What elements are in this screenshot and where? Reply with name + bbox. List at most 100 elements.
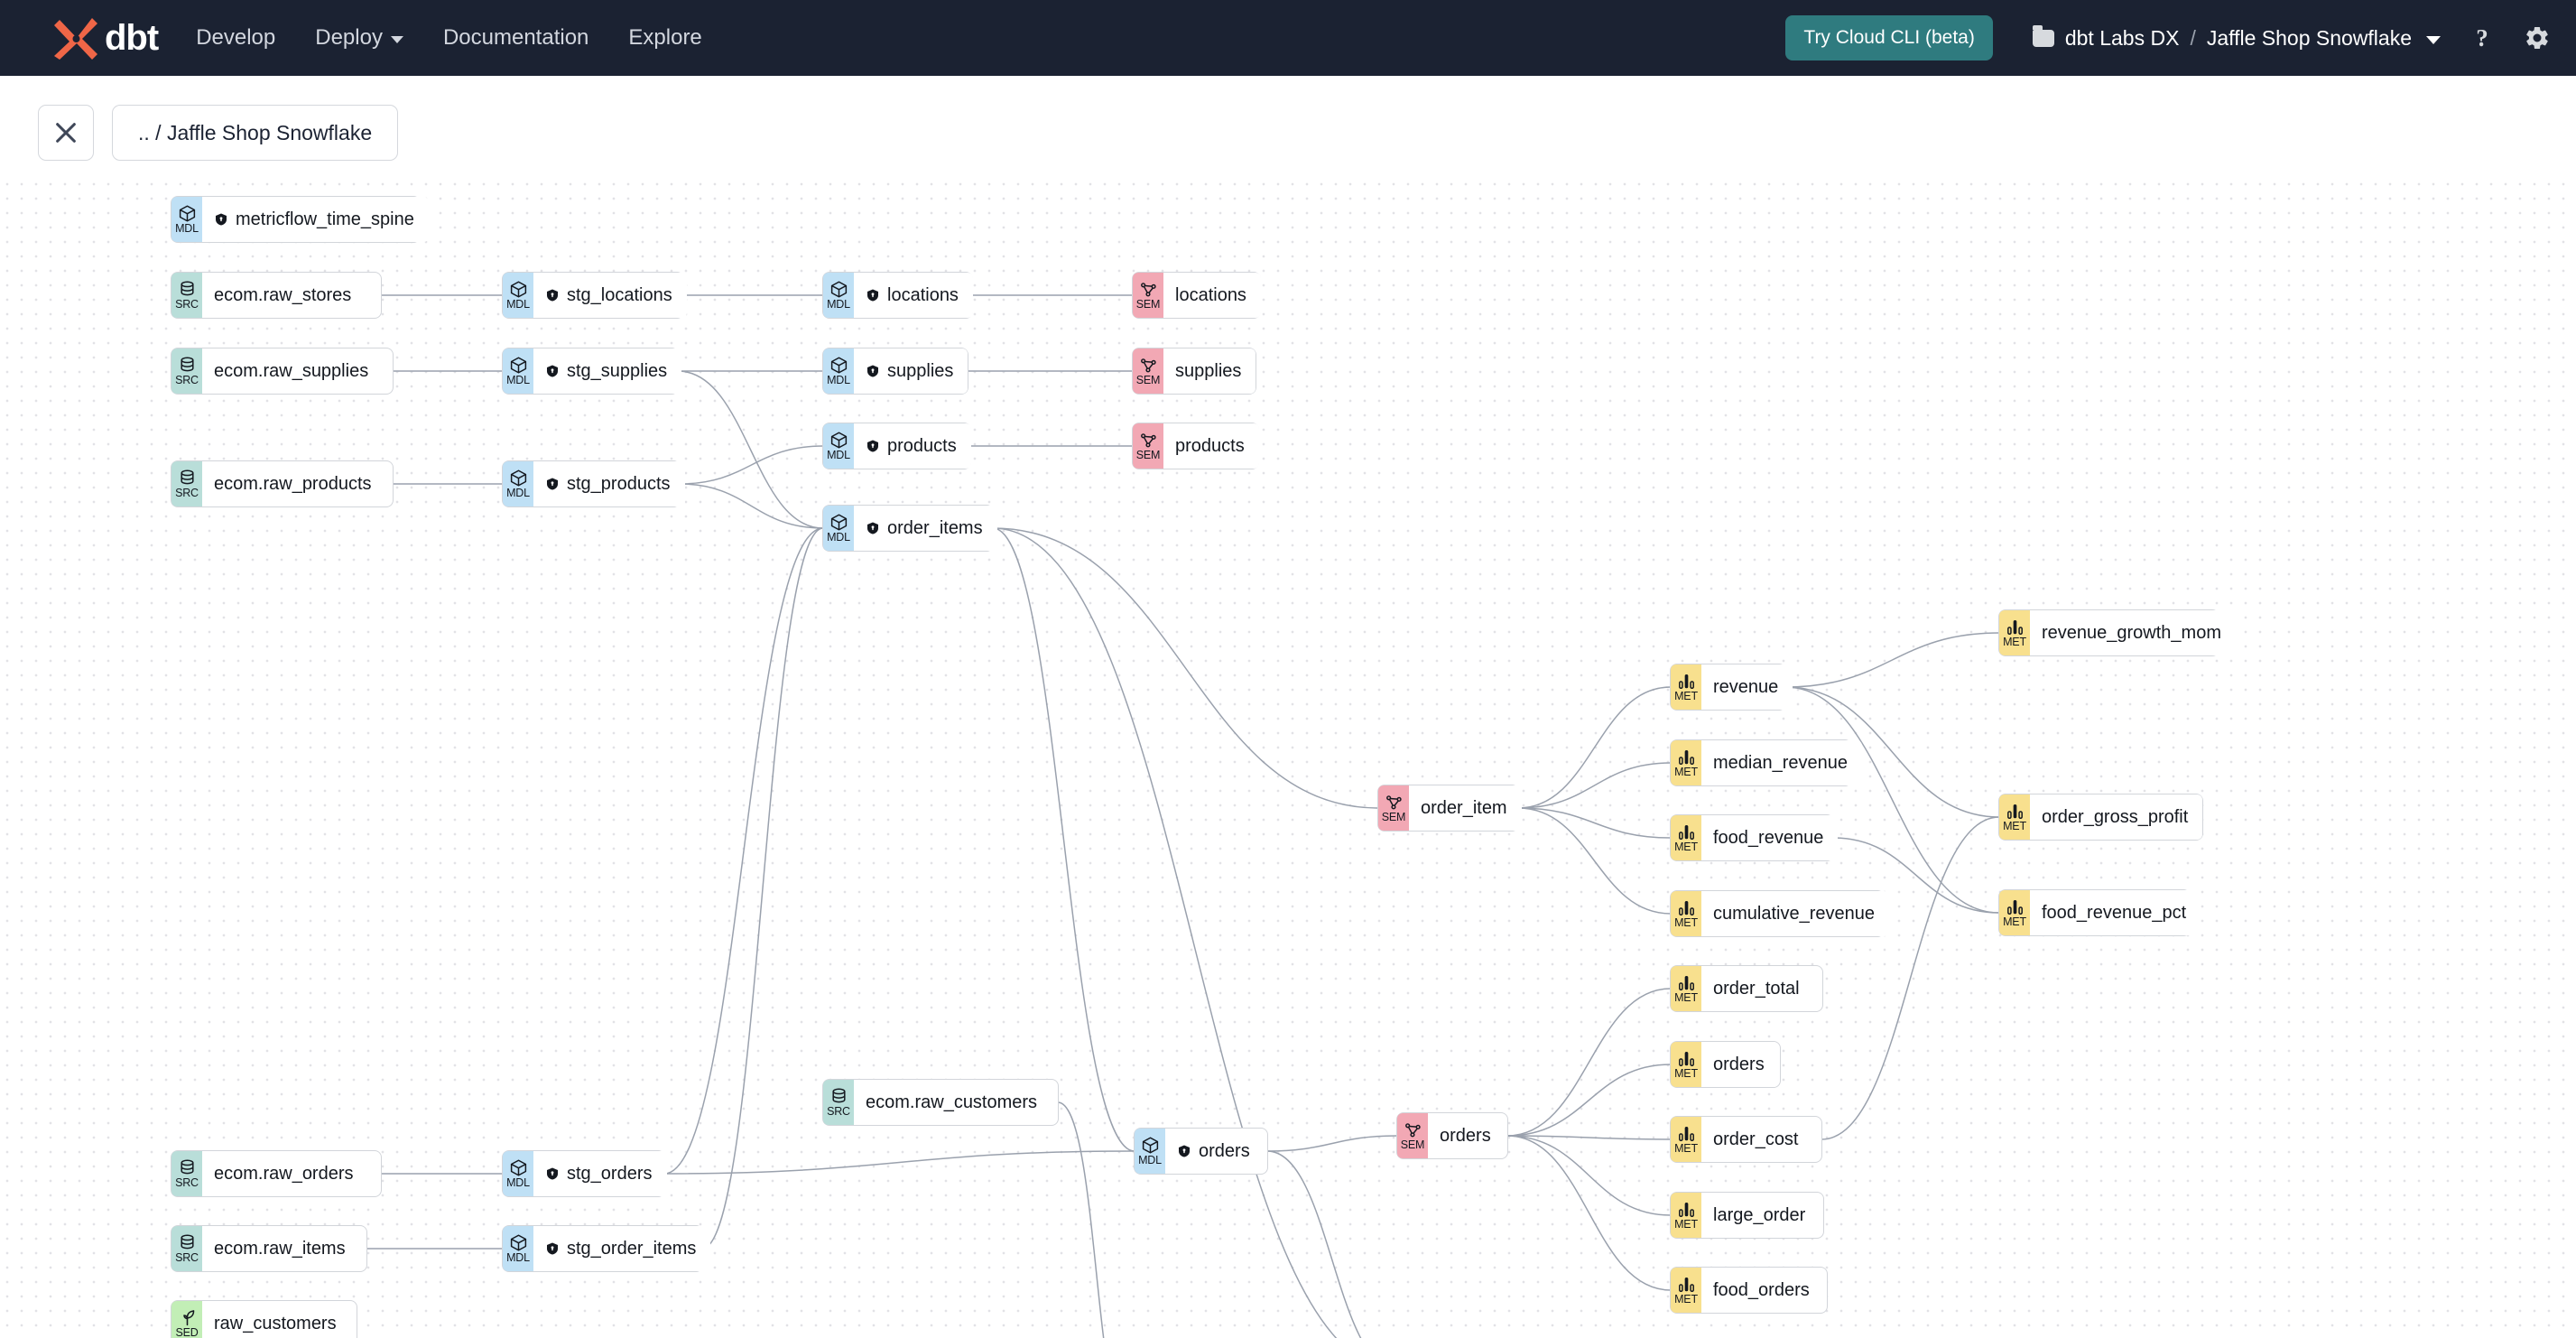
node-type-label: MDL [506,297,530,311]
try-cloud-cli-button[interactable]: Try Cloud CLI (beta) [1785,15,1993,60]
lineage-edge [1784,686,2000,818]
node-body: products [854,423,971,469]
sprout-icon [178,1309,197,1327]
node-label: orders [1713,1054,1765,1074]
graph-node-met_food_revenue[interactable]: MET food_revenue [1671,815,1839,860]
node-type-badge-mdl: MDL [823,506,854,551]
node-label: ecom.raw_customers [866,1092,1038,1112]
node-type-label: MDL [506,373,530,386]
node-type-label: MET [1674,1217,1698,1231]
dbt-logo[interactable]: dbt [52,16,159,60]
node-label: order_cost [1713,1129,1799,1149]
database-icon [178,1234,197,1252]
graph-node-met_orders[interactable]: MET orders [1671,1042,1780,1087]
gear-icon[interactable] [2524,24,2551,51]
node-type-badge-met: MET [1671,815,1701,860]
help-icon[interactable]: ? [2469,24,2495,51]
node-type-badge-mdl: MDL [503,1226,533,1271]
node-type-badge-met: MET [1671,1193,1701,1238]
node-body: stg_supplies [533,348,682,394]
lineage-edge [679,483,824,529]
node-type-label: MDL [827,530,850,544]
node-label: median_revenue [1713,752,1848,773]
shield-icon [545,1241,560,1256]
graph-node-stg_supplies[interactable]: MDL stg_supplies [503,348,682,394]
cube-icon [829,514,848,532]
shield-icon [1177,1144,1191,1158]
node-type-badge-met: MET [1671,891,1701,936]
node-body: food_orders [1701,1268,1824,1313]
node-type-badge-sem: SEM [1133,348,1163,394]
graph-node-mdl_products[interactable]: MDL products [823,423,971,469]
breadcrumb-chip[interactable]: .. / Jaffle Shop Snowflake [112,105,399,161]
nav-link-documentation-label: Documentation [442,25,589,50]
nav-link-deploy[interactable]: Deploy [315,25,403,51]
node-label: stg_supplies [567,360,668,381]
nav-link-explore-label: Explore [628,25,702,50]
breadcrumb-account[interactable]: dbt Labs DX [2064,25,2180,50]
nav-link-explore[interactable]: Explore [628,25,701,51]
node-type-badge-met: MET [1671,1042,1701,1087]
node-type-label: SED [175,1325,199,1338]
node-type-label: SRC [175,1175,199,1189]
graph-node-raw_customers[interactable]: SED raw_customers [171,1301,357,1338]
node-label: revenue_growth_mom [2042,622,2221,643]
breadcrumb-project[interactable]: Jaffle Shop Snowflake [2206,25,2412,50]
node-body: ecom.raw_stores [202,273,366,318]
lineage-edge [1784,686,2000,914]
shield-icon [866,364,880,378]
bar-chart-icon [2006,618,2025,636]
chevron-down-icon[interactable] [2426,35,2441,44]
nav-link-documentation[interactable]: Documentation [443,25,588,51]
node-type-label: MDL [827,448,850,461]
nav-link-develop[interactable]: Develop [196,25,275,51]
lineage-edge [1517,807,1672,839]
node-body: order_gross_profit [2030,794,2203,840]
bar-chart-icon [1677,1276,1696,1294]
bar-chart-icon [2006,803,2025,821]
graph-node-met_cumulative_revenue[interactable]: MET cumulative_revenue [1671,891,1889,936]
shield-icon [866,439,880,453]
node-label: cumulative_revenue [1713,903,1875,924]
svg-text:?: ? [2476,24,2488,51]
node-body: order_cost [1701,1117,1813,1162]
node-label: food_revenue [1713,827,1824,848]
close-button[interactable] [38,105,94,161]
node-label: raw_customers [214,1313,337,1333]
cube-icon [509,357,528,375]
node-body: ecom.raw_items [202,1226,360,1271]
node-label: stg_products [567,473,671,494]
semantic-graph-icon [1404,1121,1422,1139]
top-navigation-bar: dbt Develop Deploy Documentation Explore… [0,0,2576,76]
